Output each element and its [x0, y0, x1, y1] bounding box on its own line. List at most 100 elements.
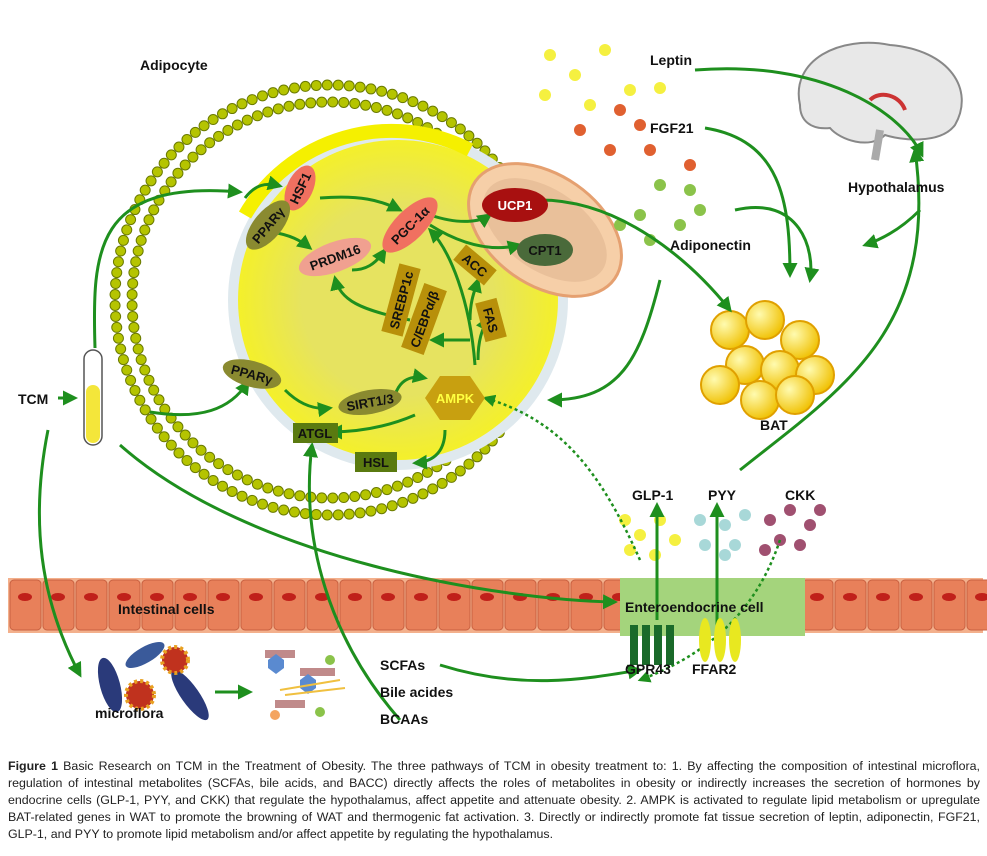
cell-nucleus [216, 593, 230, 601]
membrane-bead [321, 509, 333, 521]
cell-nucleus [447, 593, 461, 601]
bat-cell [700, 365, 740, 405]
intestinal-cell [108, 579, 141, 631]
srebp1c: SREBP1c [381, 263, 421, 337]
bat-cell [780, 320, 820, 360]
membrane-bead [134, 394, 146, 406]
membrane-bead [112, 332, 124, 344]
ffar2-receptor [699, 618, 741, 662]
membrane-bead [294, 98, 306, 110]
membrane-bead [343, 80, 355, 92]
fgf21-label: FGF21 [650, 120, 694, 136]
hormone-dot [654, 82, 666, 94]
membrane-bead [407, 492, 419, 504]
membrane-bead [294, 490, 306, 502]
membrane-bead [165, 176, 177, 188]
membrane-bead [246, 94, 258, 106]
membrane-bead [288, 506, 300, 518]
membrane-bead [231, 469, 243, 481]
membrane-bead [231, 119, 243, 131]
membrane-bead [128, 321, 140, 333]
membrane-bead [132, 245, 144, 257]
svg-text:UCP1: UCP1 [498, 198, 533, 213]
metabolites-icon [265, 650, 346, 720]
membrane-bead [407, 96, 419, 108]
membrane-bead [257, 498, 269, 510]
hormone-dot [544, 49, 556, 61]
membrane-bead [181, 455, 193, 467]
membrane-bead [376, 503, 388, 515]
membrane-bead [126, 288, 138, 300]
pathway-arrows [37, 67, 925, 721]
membrane-bead [226, 485, 238, 497]
intestinal-cell [306, 579, 339, 631]
membrane-bead [272, 485, 284, 497]
hormone-dot [599, 44, 611, 56]
hormone-dot [654, 179, 666, 191]
membrane-bead [360, 99, 372, 111]
obesity-pathway-diagram: HSF1 PPARγ PRDM16 PGC-1α UCP1 CPT1 SREBP… [8, 41, 987, 727]
membrane-bead [471, 137, 483, 149]
membrane-bead [143, 374, 155, 386]
cell-nucleus [51, 593, 65, 601]
intestinal-cell [240, 579, 273, 631]
membrane-bead [402, 476, 414, 488]
membrane-bead [139, 224, 151, 236]
membrane-bead [110, 310, 122, 322]
membrane-bead [189, 126, 201, 138]
membrane-bead [381, 104, 393, 116]
intestinal-cell [9, 579, 42, 631]
membrane-bead [151, 422, 163, 434]
membrane-bead [454, 465, 466, 477]
membrane-bead [354, 507, 366, 519]
membrane-bead [305, 97, 317, 109]
membrane-bead [139, 364, 151, 376]
figure-caption: Figure 1 Basic Research on TCM in the Tr… [8, 758, 980, 843]
membrane-bead [370, 486, 382, 498]
membrane-bead [463, 458, 475, 470]
cell-nucleus [348, 593, 362, 601]
membrane-bead [262, 482, 274, 494]
membrane-bead [412, 472, 424, 484]
membrane-bead [179, 429, 191, 441]
membrane-bead [207, 114, 219, 126]
membrane-bead [257, 90, 269, 102]
intestinal-cell [405, 579, 438, 631]
membrane-bead [417, 100, 429, 112]
secreted-hormones [539, 44, 826, 561]
membrane-bead [272, 103, 284, 115]
membrane-bead [236, 490, 248, 502]
ucp1: UCP1 [482, 188, 548, 222]
hormone-dot [634, 209, 646, 221]
membrane-bead [195, 144, 207, 156]
adiponectin-label: Adiponectin [670, 237, 751, 253]
membrane-bead [327, 96, 339, 108]
cell-nucleus [150, 593, 164, 601]
microflora-icon [97, 642, 209, 721]
membrane-bead [251, 110, 263, 122]
membrane-bead [204, 451, 216, 463]
membrane-bead [173, 141, 185, 153]
hormone-dot [719, 519, 731, 531]
membrane-bead [204, 137, 216, 149]
membrane-bead [112, 256, 124, 268]
membrane-bead [213, 458, 225, 470]
adipocyte-label: Adipocyte [140, 57, 208, 73]
membrane-bead [165, 149, 177, 161]
caption-label: Figure 1 [8, 759, 58, 773]
membrane-bead [397, 496, 409, 508]
cell-nucleus [480, 593, 494, 601]
membrane-bead [251, 478, 263, 490]
microflora-label: microflora [95, 705, 164, 721]
brown-adipose-tissue [700, 300, 835, 420]
membrane-bead [246, 494, 258, 506]
intestinal-cell [933, 579, 966, 631]
hormone-dot [759, 544, 771, 556]
membrane-bead [226, 103, 238, 115]
cell-nucleus [579, 593, 593, 601]
membrane-bead [222, 464, 234, 476]
membrane-bead [321, 79, 333, 91]
membrane-bead [198, 468, 210, 480]
intestinal-cell [900, 579, 933, 631]
membrane-bead [402, 112, 414, 124]
